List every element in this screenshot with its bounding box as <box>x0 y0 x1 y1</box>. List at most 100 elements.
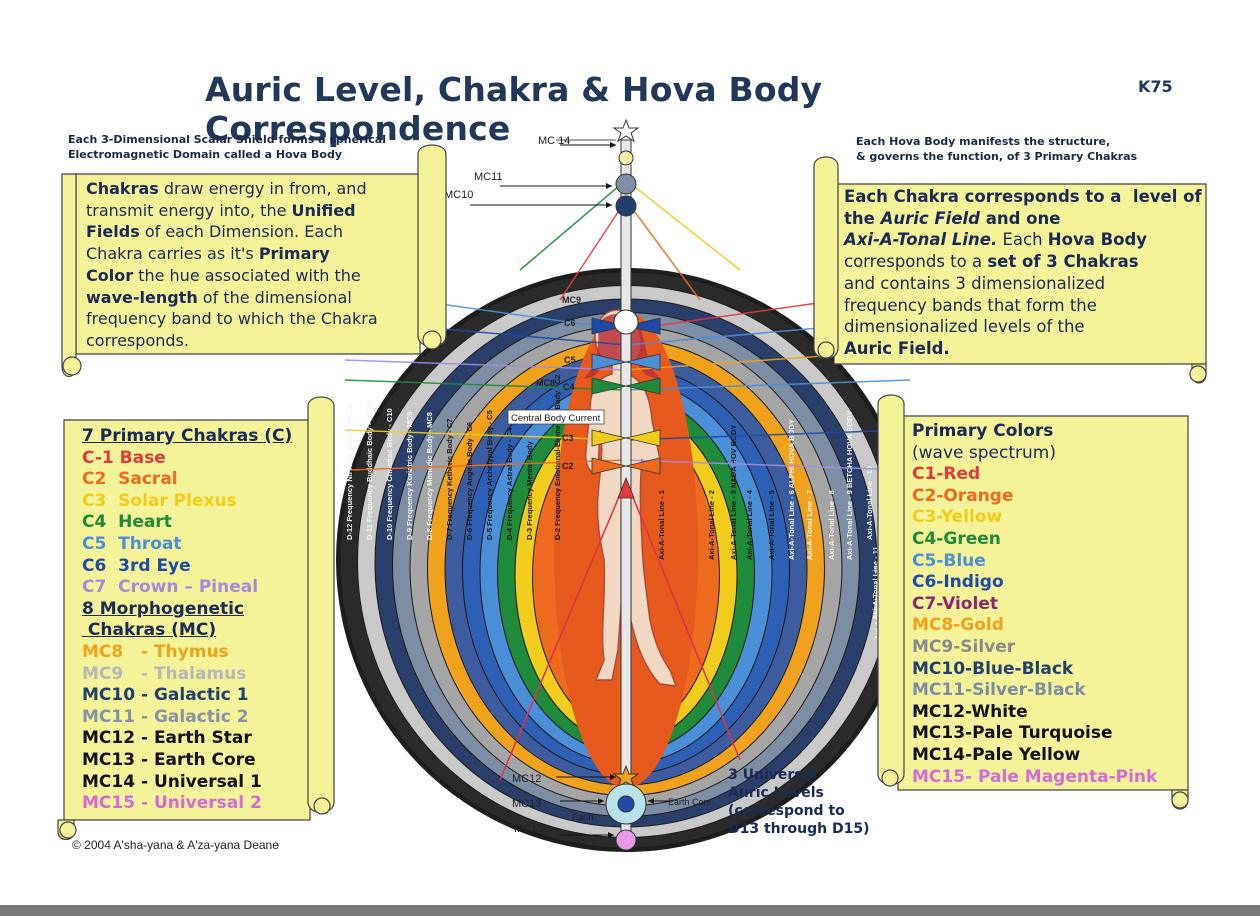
note-right-line: & governs the function, of 3 Primary Cha… <box>856 150 1138 163</box>
scroll-text-segment: frequency band to which the Chakra <box>86 309 378 329</box>
scroll-curl <box>1171 791 1189 809</box>
primary-chakra-item: C6 3rd Eye <box>82 555 191 576</box>
chakra-cone <box>591 429 627 447</box>
scroll-line: Chakra carries as it's Primary <box>86 243 378 265</box>
morpho-chakra-item: MC11 - Galactic 2 <box>82 706 249 727</box>
scroll-text-segment: draw energy in from, and <box>158 179 367 198</box>
band-label-right: Axi-A-Tonal Line - 10 <box>865 466 874 540</box>
label-central-current: Central Body Current <box>511 413 601 424</box>
base-chakra-cone <box>617 476 635 499</box>
chakra-ray <box>344 379 627 391</box>
scroll-text-segment: Primary <box>258 244 330 264</box>
scroll-line: corresponds. <box>86 330 378 352</box>
morpho-chakra-item: MC13 - Earth Core <box>82 749 256 770</box>
chakra-ray <box>625 199 701 301</box>
primary-chakra-item: C3 Solar Plexus <box>82 490 237 511</box>
scroll-text-segment: and one <box>980 208 1061 228</box>
primary-chakra-item: C7 Crown – Pineal <box>82 577 259 598</box>
scroll-text-segment: transmit energy into, the <box>86 200 292 220</box>
scroll-text-segment: Unified <box>291 200 356 220</box>
band-label-left: D-11 Frequency Buddhaic Body - MC11 <box>365 401 374 540</box>
scroll-left-roll <box>813 156 839 360</box>
scroll-curl <box>817 341 835 359</box>
morpho-chakra-item: MC14 - Universal 1 <box>82 771 262 792</box>
mc9-node <box>613 309 639 335</box>
label-mc8: MC8 <box>536 378 555 388</box>
scroll-text-segment: Chakra carries as it's <box>86 244 259 264</box>
scroll-line: the Auric Field and one <box>844 208 1202 230</box>
scroll-line: frequency band to which the Chakra <box>86 308 378 330</box>
scroll-text-segment: of the dimensional <box>197 287 352 307</box>
page-title: Auric Level, Chakra & Hova Body Correspo… <box>205 70 823 148</box>
band-label-left: D-8 Frequency Monadic Body - MC8 <box>425 412 434 540</box>
auric-note-line: D13 through D15) <box>728 821 870 837</box>
chakra-cone <box>625 317 661 335</box>
band-label-right: Axi-A-Tonal Line - 11 <box>871 546 880 620</box>
band-label-left: D-12 Frequency Nirvanic Body - MC12 <box>345 405 354 540</box>
scroll-curl <box>422 330 442 350</box>
morpho-chakra-item: MC12 - Earth Star <box>82 728 252 749</box>
diagram-overlay <box>339 118 911 851</box>
chakra-cone <box>625 353 661 371</box>
scroll-curl <box>881 769 899 787</box>
scroll-text-segment: Hova Body <box>1047 230 1148 250</box>
scroll-top-left-text: Chakras draw energy in from, and transmit… <box>86 178 378 352</box>
band-label-right: Axi-A-Tonal Line - 2 <box>707 490 716 560</box>
band-label-right: Axi-A-Tonal Line - 6 ALPHI HOVA BODY <box>787 419 796 560</box>
band-label-right: Axi-A-Tonal Line - 5 <box>767 490 776 560</box>
mc12-star-icon <box>612 764 640 789</box>
band-label-right: Axi-A-Tonal Line - 3 NADA HOV BODY <box>729 425 738 560</box>
scroll-text-segment: Chakras <box>86 179 159 198</box>
scroll-line: Fields of each Dimension. Each <box>86 221 378 243</box>
auric-note-line: Auric Levels <box>728 785 824 801</box>
band-label-left: D-4 Frequency Astral Body - C4 <box>505 427 514 540</box>
primary-color-item: C5-Blue <box>912 550 986 571</box>
scroll-colors <box>877 394 1189 810</box>
chakra-cone <box>591 457 627 475</box>
note-left-line: Each 3-Dimensional Scalar Shield forms a… <box>68 133 386 146</box>
arrow-head <box>610 142 616 148</box>
primary-chakra-item: C5 Throat <box>82 533 182 554</box>
band-label-left: D-5 Frequency Archetypal Body - C5 <box>485 410 494 540</box>
scroll-curl <box>313 797 331 815</box>
band-label-left: D-7 Frequency Ketheric Body - C7 <box>445 419 454 540</box>
mc15-node <box>615 829 637 851</box>
chakra-cone <box>591 317 627 335</box>
scroll-text-segment: wave-length <box>86 287 198 307</box>
band-label-right: Axi-A-Tonal Line - 8 <box>827 490 836 560</box>
scroll-text-segment: set of 3 Chakras <box>987 252 1139 272</box>
label-c6: C6 <box>564 318 576 328</box>
scroll-line: frequency bands that form the <box>844 295 1202 317</box>
morpho-heading: 8 Morphogenetic <box>82 598 245 619</box>
morpho-heading-2: Chakras (MC) <box>82 620 217 641</box>
scroll-top-left <box>61 144 447 378</box>
label-c4: C4 <box>563 382 575 392</box>
scroll-text-segment: dimensionalized levels of the <box>844 317 1085 337</box>
primary-color-item: MC8-Gold <box>912 615 1004 636</box>
scroll-text-segment: Each <box>997 230 1048 250</box>
chakra-ray <box>625 179 741 271</box>
scroll-text-segment: the <box>844 208 881 228</box>
primary-chakra-item: C4 Heart <box>82 512 172 533</box>
band-label-right: Axi-A-Tonal Line - 7 <box>805 490 814 560</box>
label-mc11: MC11 <box>474 171 503 183</box>
band-label-left: D-2 Frequency Emotional-Elemental Body -… <box>553 375 562 540</box>
primary-color-item: MC14-Pale Yellow <box>912 744 1081 765</box>
scroll-text-segment: corresponds. <box>86 330 189 350</box>
band-label-left: D-6 Frequency Angelic Body - C6 <box>465 422 474 540</box>
band-label-right: Axi-A-Tonal Line - 9 BETCHA HOVA BODY <box>845 410 854 560</box>
scroll-curl <box>1189 365 1207 383</box>
chakra-ray <box>344 429 627 441</box>
morpho-chakra-item: MC8 - Thymus <box>82 641 229 662</box>
label-mc13: MC13 <box>512 798 541 810</box>
primary-color-item: C2-Orange <box>912 485 1014 506</box>
primary-color-item: C1-Red <box>912 464 981 485</box>
band-label-right: Axi-A-Tonal Line - 1 <box>657 490 666 560</box>
primary-color-item: C4-Green <box>912 528 1001 549</box>
label-earth: Earth <box>572 812 594 822</box>
chakra-ray <box>625 459 906 471</box>
